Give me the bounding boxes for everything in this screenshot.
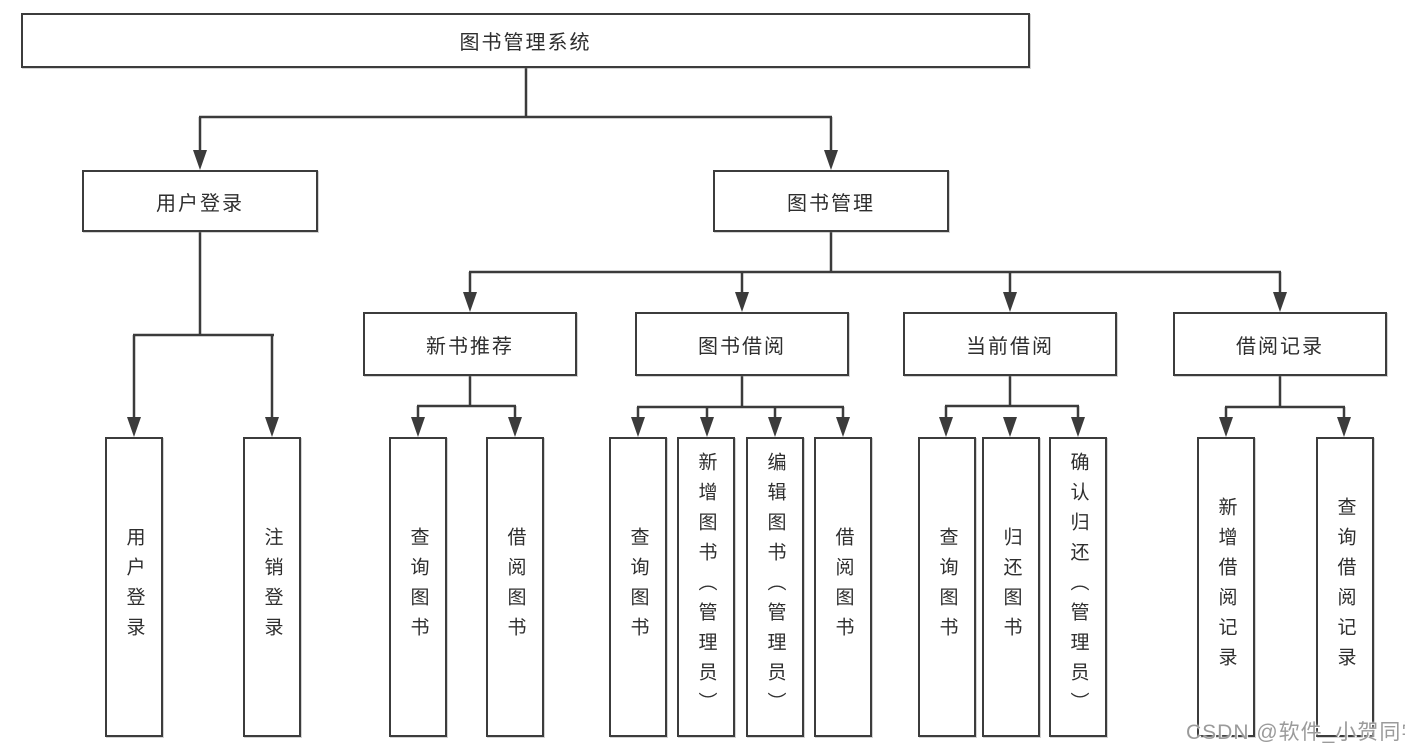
connector-arrowhead bbox=[768, 417, 782, 437]
node-book-management: 图书管理 bbox=[713, 170, 949, 232]
leaf-edit-book-admin: 编辑图书（管理员） bbox=[746, 437, 804, 737]
leaf-add-book-admin: 新增图书（管理员） bbox=[677, 437, 735, 737]
connector-arrowhead bbox=[836, 417, 850, 437]
node-borrow-records: 借阅记录 bbox=[1173, 312, 1387, 376]
connector-arrowhead bbox=[631, 417, 645, 437]
leaf-add-borrow-record: 新增借阅记录 bbox=[1197, 437, 1255, 737]
connector-arrowhead bbox=[508, 417, 522, 437]
connector-arrowhead bbox=[700, 417, 714, 437]
node-user-login: 用户登录 bbox=[82, 170, 318, 232]
connector-arrowhead bbox=[463, 292, 477, 312]
connector-arrowhead bbox=[1337, 417, 1351, 437]
node-new-book-recommend: 新书推荐 bbox=[363, 312, 577, 376]
node-book-borrow: 图书借阅 bbox=[635, 312, 849, 376]
connector-arrowhead bbox=[193, 150, 207, 170]
connector-arrowhead bbox=[939, 417, 953, 437]
connector-arrowhead bbox=[411, 417, 425, 437]
connector-arrowhead bbox=[265, 417, 279, 437]
leaf-query-books-recommend: 查询图书 bbox=[389, 437, 447, 737]
leaf-borrow-books-recommend: 借阅图书 bbox=[486, 437, 544, 737]
leaf-query-books-borrow: 查询图书 bbox=[609, 437, 667, 737]
leaf-query-borrow-record: 查询借阅记录 bbox=[1316, 437, 1374, 737]
connector-arrowhead bbox=[735, 292, 749, 312]
node-book-management-system: 图书管理系统 bbox=[21, 13, 1030, 68]
leaf-user-login: 用户登录 bbox=[105, 437, 163, 737]
leaf-logout: 注销登录 bbox=[243, 437, 301, 737]
connector-arrowhead bbox=[127, 417, 141, 437]
connector-arrowhead bbox=[1003, 417, 1017, 437]
leaf-confirm-return-admin: 确认归还（管理员） bbox=[1049, 437, 1107, 737]
csdn-watermark: CSDN @软件_小贺同学 bbox=[1186, 721, 1405, 744]
connector-arrowhead bbox=[824, 150, 838, 170]
leaf-borrow-books: 借阅图书 bbox=[814, 437, 872, 737]
leaf-query-books-current: 查询图书 bbox=[918, 437, 976, 737]
node-current-borrow: 当前借阅 bbox=[903, 312, 1117, 376]
connector-arrowhead bbox=[1219, 417, 1233, 437]
connector-arrowhead bbox=[1273, 292, 1287, 312]
leaf-return-books: 归还图书 bbox=[982, 437, 1040, 737]
connector-arrowhead bbox=[1003, 292, 1017, 312]
connector-arrowhead bbox=[1071, 417, 1085, 437]
